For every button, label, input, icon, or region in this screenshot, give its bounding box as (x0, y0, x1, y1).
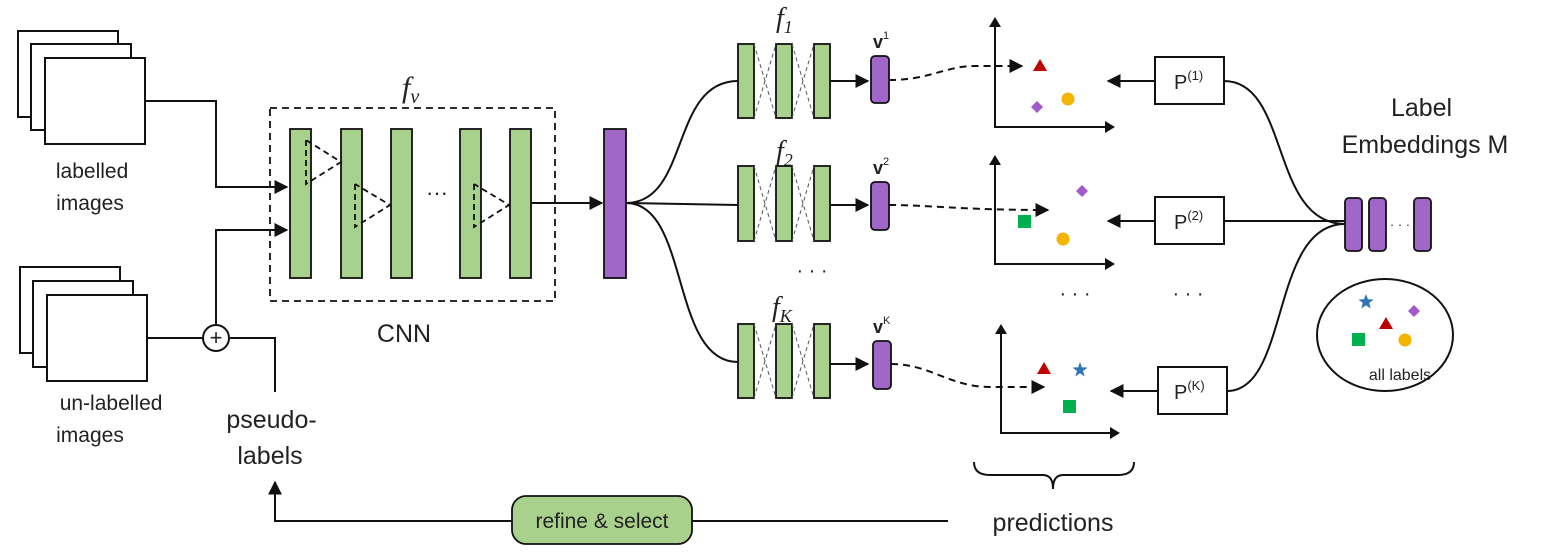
plot2-axes (994, 158, 1112, 265)
embed-to-pk-line (1226, 223, 1346, 392)
square-icon (1352, 333, 1365, 346)
embedding-v2 (870, 181, 890, 231)
circle-icon (1398, 333, 1412, 347)
star-icon (1358, 294, 1374, 309)
cnn-layer-1 (289, 128, 312, 279)
all-labels-ellipse: all labels (1316, 278, 1454, 392)
embedding-v1 (870, 55, 890, 104)
refine-to-pseudo-arrow (268, 480, 512, 522)
plot1-axes (994, 20, 1112, 128)
branch-line-2 (625, 202, 739, 206)
branch-line-k (625, 202, 739, 363)
projection-pk (1157, 366, 1228, 415)
cnn-label: CNN (377, 320, 431, 348)
pk-label: P(K) (1174, 378, 1205, 404)
labelled-image-stack (17, 30, 146, 145)
conv-kernel-1 (305, 139, 343, 186)
circle-icon (1056, 232, 1070, 246)
branch-line-1 (625, 80, 739, 204)
f1-label: f1 (776, 3, 793, 37)
head-fk (737, 323, 831, 399)
p2-label: P(2) (1174, 208, 1203, 234)
square-icon (1018, 215, 1031, 228)
label-embeddings-title: Label Embeddings M (1342, 94, 1509, 159)
plotk-axes (1000, 327, 1117, 434)
embeddings-ellipsis: · · · (1390, 217, 1410, 232)
plots-ellipsis: · · · (1059, 283, 1090, 305)
circle-icon (1061, 92, 1075, 106)
head-f1 (737, 43, 831, 119)
cnn-ellipsis: ··· (426, 180, 448, 205)
fv-label: fv (402, 71, 419, 108)
projections-ellipsis: · · · (1172, 283, 1203, 305)
conv-kernel-2 (354, 183, 392, 229)
pseudo-labels-label: pseudo- labels (226, 406, 323, 470)
v2-to-plot2-arrow (888, 202, 1050, 217)
cnn-layer-2 (340, 128, 363, 279)
prediction-plot-k (995, 324, 1120, 439)
cnn-layers (289, 128, 532, 279)
plus-to-cnn-arrow (215, 223, 289, 324)
diamond-icon (1076, 185, 1088, 197)
cnn-layer-4 (459, 128, 482, 279)
unlabelled-images-label: un-labelled images (56, 392, 168, 447)
f2-label: f2 (776, 136, 793, 170)
predictions-brace (973, 461, 1135, 490)
triangle-icon (1033, 59, 1047, 71)
star-icon (1072, 362, 1088, 377)
head-f2 (737, 165, 831, 242)
conv-kernel-3 (473, 183, 511, 229)
label-embedding-vectors (1344, 197, 1432, 252)
triangle-icon (1379, 317, 1393, 329)
embed-to-p1-line (1223, 80, 1346, 225)
combine-plus-node: + (202, 324, 230, 352)
labelled-to-cnn-arrow (145, 100, 289, 194)
all-labels-label: all labels (1369, 367, 1431, 384)
prediction-plot-2 (989, 155, 1115, 270)
heads-ellipsis: · · · (796, 260, 827, 282)
labelled-images-label: labelled images (56, 160, 134, 215)
v1-to-plot1-arrow (888, 59, 1024, 81)
vk-label: vK (873, 315, 891, 337)
plus-icon: + (210, 325, 223, 350)
unlabelled-image-stack (19, 266, 148, 382)
refine-select-label: refine & select (535, 510, 668, 533)
vk-to-plotk-arrow (890, 363, 1046, 394)
v2-label: v2 (873, 156, 889, 178)
feature-vector (603, 128, 627, 279)
predictions-label: predictions (993, 509, 1114, 537)
fk-label: fK (772, 292, 793, 326)
pseudo-to-plus-line (230, 337, 276, 392)
p1-label: P(1) (1174, 68, 1203, 94)
diamond-icon (1031, 101, 1043, 113)
v1-label: v1 (873, 30, 889, 52)
cnn-layer-3 (390, 128, 413, 279)
cnn-layer-5 (509, 128, 532, 279)
square-icon (1063, 400, 1076, 413)
prediction-plot-1 (989, 17, 1115, 133)
triangle-icon (1037, 362, 1051, 374)
embedding-vk (872, 340, 892, 390)
diamond-icon (1408, 305, 1420, 317)
refine-select-box: refine & select (511, 495, 693, 545)
